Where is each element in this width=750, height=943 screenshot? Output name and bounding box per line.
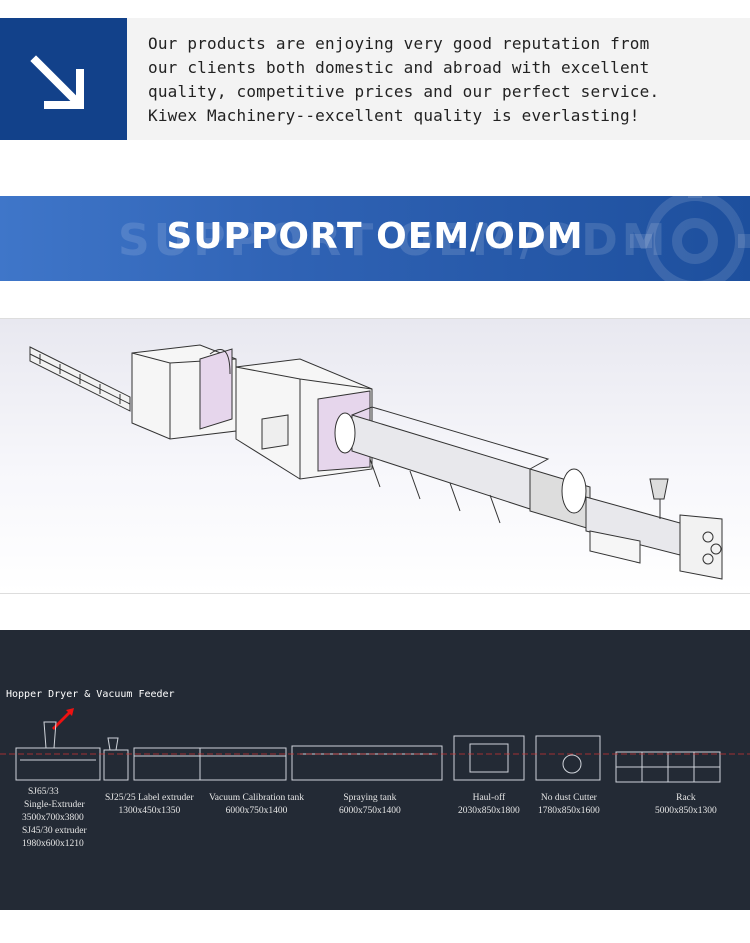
cad-drawing (0, 708, 750, 783)
unit-label-line: Spraying tank (343, 793, 397, 803)
arrow-down-right-icon (30, 55, 84, 109)
unit-label-line: SJ65/33 (28, 787, 59, 797)
unit-label-line: 6000x750x1400 (339, 806, 401, 816)
intro-line: quality, competitive prices and our perf… (148, 82, 660, 101)
unit-label-line: Vacuum Calibration tank (209, 793, 304, 803)
unit-label-line: Rack (676, 793, 696, 803)
intro-text: Our products are enjoying very good repu… (148, 32, 738, 128)
unit-label-line: 2030x850x1800 (458, 806, 520, 816)
support-banner: SUPPORT OEM/ODM SUPPORT OEM/ODM (0, 196, 750, 281)
production-line-drawing (29, 344, 723, 580)
unit-label-line: 1300x450x1350 (118, 806, 181, 816)
unit-label-line: No dust Cutter (540, 793, 597, 803)
unit-label-line: SJ25/25 Label extruder (105, 793, 194, 803)
intro-line: Our products are enjoying very good repu… (148, 34, 650, 53)
intro-badge (0, 18, 127, 140)
intro-line: our clients both domestic and abroad wit… (148, 58, 650, 77)
banner-title: SUPPORT OEM/ODM (166, 216, 584, 257)
unit-label-vacuum-tank: Vacuum Calibration tank 6000x750x1400 (209, 792, 304, 818)
intro-section: Our products are enjoying very good repu… (0, 18, 750, 140)
unit-label-line: 3500x700x3800 (22, 813, 84, 823)
unit-label-extruder: SJ65/33 Single-Extruder 3500x700x3800 SJ… (22, 786, 87, 851)
cad-layout: Hopper Dryer & Vacuum Feeder (0, 630, 750, 910)
unit-label-line: 6000x750x1400 (225, 806, 288, 816)
unit-label-line: 1980x600x1210 (22, 839, 84, 849)
unit-label-line: Haul-off (472, 793, 506, 803)
unit-label-line: 1780x850x1600 (538, 806, 600, 816)
unit-label-line: 5000x850x1300 (655, 806, 717, 816)
gear-icon (630, 196, 750, 281)
layout-title: Hopper Dryer & Vacuum Feeder (6, 689, 175, 700)
unit-label-cutter: No dust Cutter 1780x850x1600 (538, 792, 600, 818)
unit-label-haul-off: Haul-off 2030x850x1800 (458, 792, 520, 818)
banner-watermark: SUPPORT OEM/ODM (118, 215, 670, 266)
unit-label-label-extruder: SJ25/25 Label extruder 1300x450x1350 (105, 792, 194, 818)
intro-line: Kiwex Machinery--excellent quality is ev… (148, 106, 640, 125)
unit-label-line: SJ45/30 extruder (22, 826, 87, 836)
unit-label-rack: Rack 5000x850x1300 (655, 792, 717, 818)
production-line-render (0, 318, 750, 594)
unit-label-line: Single-Extruder (24, 800, 85, 810)
unit-label-spraying-tank: Spraying tank 6000x750x1400 (339, 792, 401, 818)
